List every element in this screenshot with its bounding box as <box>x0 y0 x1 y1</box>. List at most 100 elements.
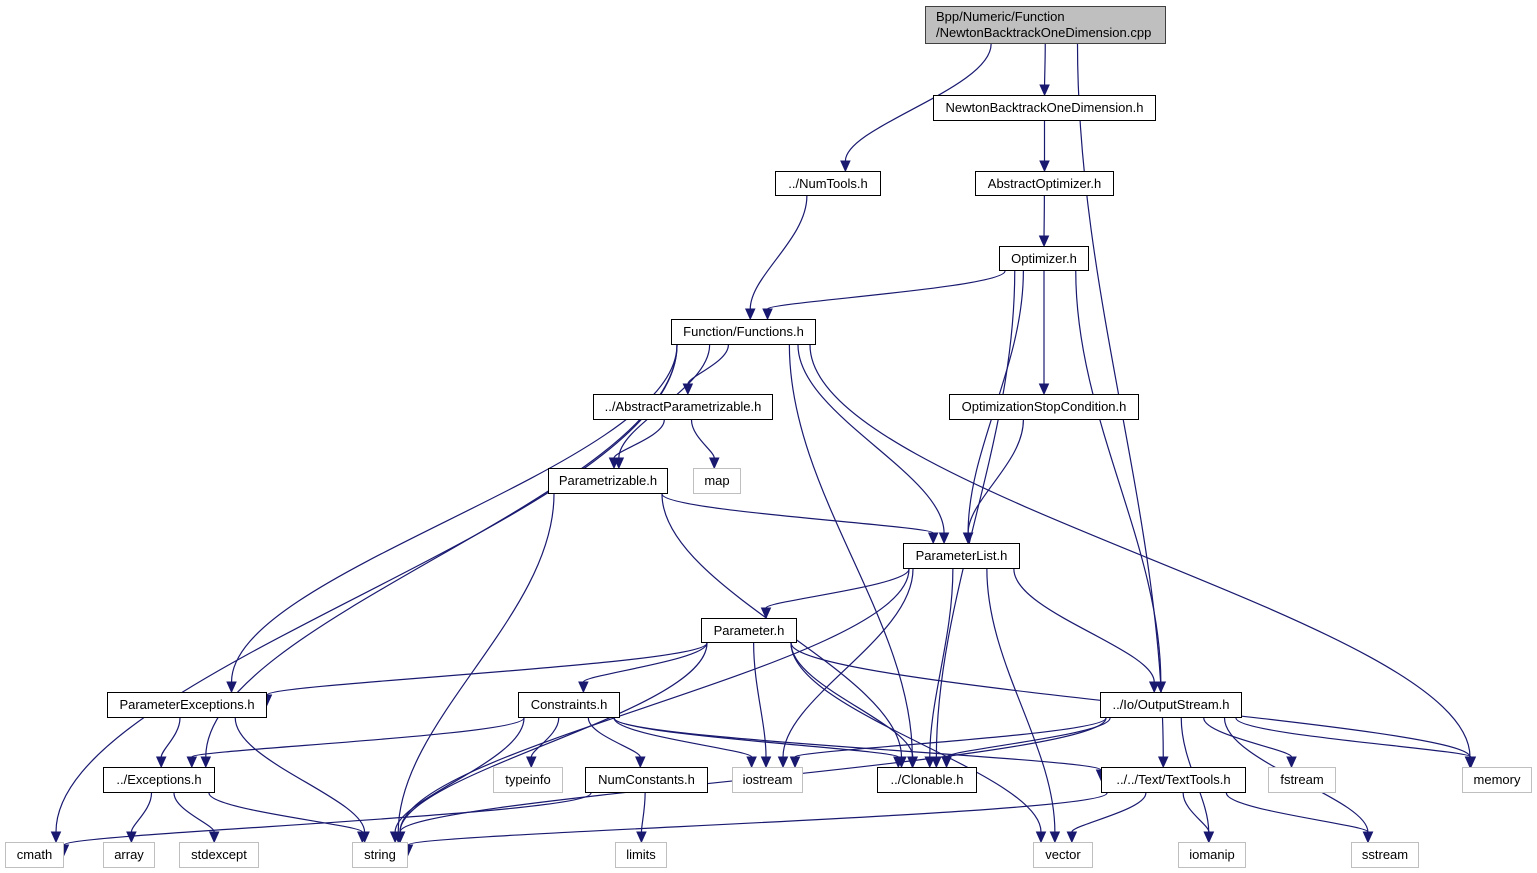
node-functions-h[interactable]: Function/Functions.h <box>671 319 816 345</box>
edge-root-to-nbod <box>1043 43 1046 86</box>
edge-constraints-to-iostream <box>613 717 753 758</box>
arrowhead-functions-to-cmath <box>50 831 62 844</box>
node-map: map <box>693 468 741 494</box>
node-numtools-h[interactable]: ../NumTools.h <box>775 171 881 196</box>
arrowhead-constraints-to-typeinfo <box>526 756 537 769</box>
arrowhead-opt-to-functions <box>762 308 773 321</box>
edge-texttools-to-iomanip <box>1182 792 1210 833</box>
node-exceptions-h[interactable]: ../Exceptions.h <box>103 767 215 793</box>
edge-constraints-to-numconst <box>587 717 641 758</box>
edge-paramlist-to-clonable <box>929 568 954 758</box>
node-clonable-h[interactable]: ../Clonable.h <box>877 767 977 793</box>
arrowhead-exceptions-to-array <box>126 831 137 844</box>
edge-absparam-to-map <box>690 419 715 459</box>
arrowhead-absparam-to-parametrizable <box>608 457 620 470</box>
arrowhead-texttools-to-iomanip <box>1203 831 1215 844</box>
arrowhead-texttools-to-vector <box>1066 831 1078 844</box>
node-output-stream-h[interactable]: ../Io/OutputStream.h <box>1100 692 1242 718</box>
edge-constraints-to-exceptions <box>191 717 525 758</box>
arrowhead-paramlist-to-outstream <box>1148 681 1160 694</box>
arrowhead-parameter-to-clonable <box>907 756 919 769</box>
edge-outstream-to-fstream <box>1203 717 1293 758</box>
edge-opt-to-functions <box>766 270 1006 310</box>
arrowhead-paramlist-to-parameter <box>760 607 772 620</box>
node-cmath: cmath <box>5 842 64 868</box>
node-parameter-exceptions-h[interactable]: ParameterExceptions.h <box>107 692 267 718</box>
edge-root-to-numtools <box>844 43 992 162</box>
arrowhead-constraints-to-numconst <box>635 756 646 769</box>
node-stdexcept: stdexcept <box>179 842 259 868</box>
node-parameter-list-h[interactable]: ParameterList.h <box>903 543 1020 569</box>
edge-parameter-to-string <box>399 642 708 833</box>
arrowhead-paramlist-to-iostream <box>777 756 789 769</box>
arrowhead-numconst-to-limits <box>636 831 647 844</box>
node-num-constants-h[interactable]: NumConstants.h <box>585 767 708 793</box>
edge-opt-to-clonable <box>935 270 1016 758</box>
edge-texttools-to-vector <box>1071 792 1147 833</box>
root-file-node[interactable]: Bpp/Numeric/Function /NewtonBacktrackOne… <box>925 6 1166 44</box>
edge-paramlist-to-vector <box>986 568 1056 833</box>
arrowhead-paramlist-to-clonable <box>924 756 936 769</box>
edge-constraints-to-typeinfo <box>530 717 560 758</box>
arrowhead-constraints-to-exceptions <box>186 756 198 769</box>
edge-paramlist-to-string <box>399 568 910 833</box>
arrowhead-root-to-numtools <box>840 160 851 173</box>
arrowhead-parameter-to-constraints <box>578 681 589 694</box>
node-memory: memory <box>1462 767 1532 793</box>
root-file-path-line2: /NewtonBacktrackOneDimension.cpp <box>936 25 1152 40</box>
edge-parameter-to-constraints <box>582 642 708 683</box>
arrowhead-outstream-to-string <box>394 831 406 844</box>
node-fstream: fstream <box>1268 767 1336 793</box>
arrowhead-opt-to-outstream <box>1155 681 1167 694</box>
node-abstract-optimizer-h[interactable]: AbstractOptimizer.h <box>975 171 1114 196</box>
arrowhead-nbod-to-absopt <box>1039 160 1050 173</box>
arrowhead-parametrizable-to-paramlist <box>927 532 939 545</box>
node-string: string <box>352 842 408 868</box>
edge-opt-to-outstream <box>1075 270 1162 683</box>
arrowhead-outstream-to-memory <box>1465 756 1477 769</box>
arrowhead-absparam-to-map <box>709 457 720 470</box>
node-abstract-parametrizable-h[interactable]: ../AbstractParametrizable.h <box>593 394 773 420</box>
arrowhead-opt-to-clonable <box>931 756 942 769</box>
edge-outstream-to-memory <box>1235 717 1472 758</box>
edge-functions-to-cmath <box>55 344 678 833</box>
edge-texttools-to-sstream <box>1225 792 1369 833</box>
edge-functions-to-absparam <box>687 344 729 385</box>
node-iostream: iostream <box>732 767 803 793</box>
node-constraints-h[interactable]: Constraints.h <box>518 692 620 718</box>
arrowhead-opt-to-optstop <box>1038 383 1050 396</box>
node-typeinfo: typeinfo <box>493 767 563 793</box>
node-text-tools-h[interactable]: ../../Text/TextTools.h <box>1101 767 1246 793</box>
node-parametrizable-h[interactable]: Parametrizable.h <box>548 468 668 494</box>
edge-paramlist-to-iostream <box>782 568 914 758</box>
edge-parameter-to-vector <box>790 642 1042 833</box>
arrowhead-absopt-to-opt <box>1038 235 1050 248</box>
arrowhead-texttools-to-sstream <box>1362 831 1374 844</box>
edge-outstream-to-iostream <box>794 717 1107 758</box>
edge-functions-to-memory <box>809 344 1471 758</box>
edge-numconst-to-cmath <box>63 792 592 846</box>
root-file-path-line1: Bpp/Numeric/Function <box>936 9 1065 24</box>
node-parameter-h[interactable]: Parameter.h <box>701 618 797 643</box>
edge-numconst-to-limits <box>640 792 646 833</box>
edge-constraints-to-string <box>394 717 525 833</box>
arrowhead-exceptions-to-string <box>357 831 368 844</box>
node-optimization-stop-condition-h[interactable]: OptimizationStopCondition.h <box>949 394 1139 420</box>
edge-paramlist-to-outstream <box>1013 568 1155 683</box>
node-optimizer-h[interactable]: Optimizer.h <box>999 246 1089 271</box>
arrowhead-outstream-to-clonable <box>941 756 952 769</box>
arrowhead-exceptions-to-stdexcept <box>208 831 220 844</box>
edge-parametrizable-to-paramlist <box>661 493 934 534</box>
arrowhead-functions-to-paramexc <box>226 681 237 694</box>
edge-parameter-to-paramexc <box>266 642 708 696</box>
edge-texttools-to-string <box>407 792 1108 846</box>
arrowhead-functions-to-absparam <box>682 383 694 396</box>
arrowhead-root-to-texttools <box>1157 756 1169 769</box>
arrowhead-outstream-to-fstream <box>1286 756 1297 769</box>
node-newton-backtrack-one-dimension-h[interactable]: NewtonBacktrackOneDimension.h <box>933 95 1156 121</box>
edge-absparam-to-parametrizable <box>613 419 665 459</box>
edge-functions-to-paramlist <box>797 344 945 534</box>
arrowhead-optstop-to-paramlist <box>962 532 974 545</box>
edge-functions-to-clonable <box>788 344 913 758</box>
